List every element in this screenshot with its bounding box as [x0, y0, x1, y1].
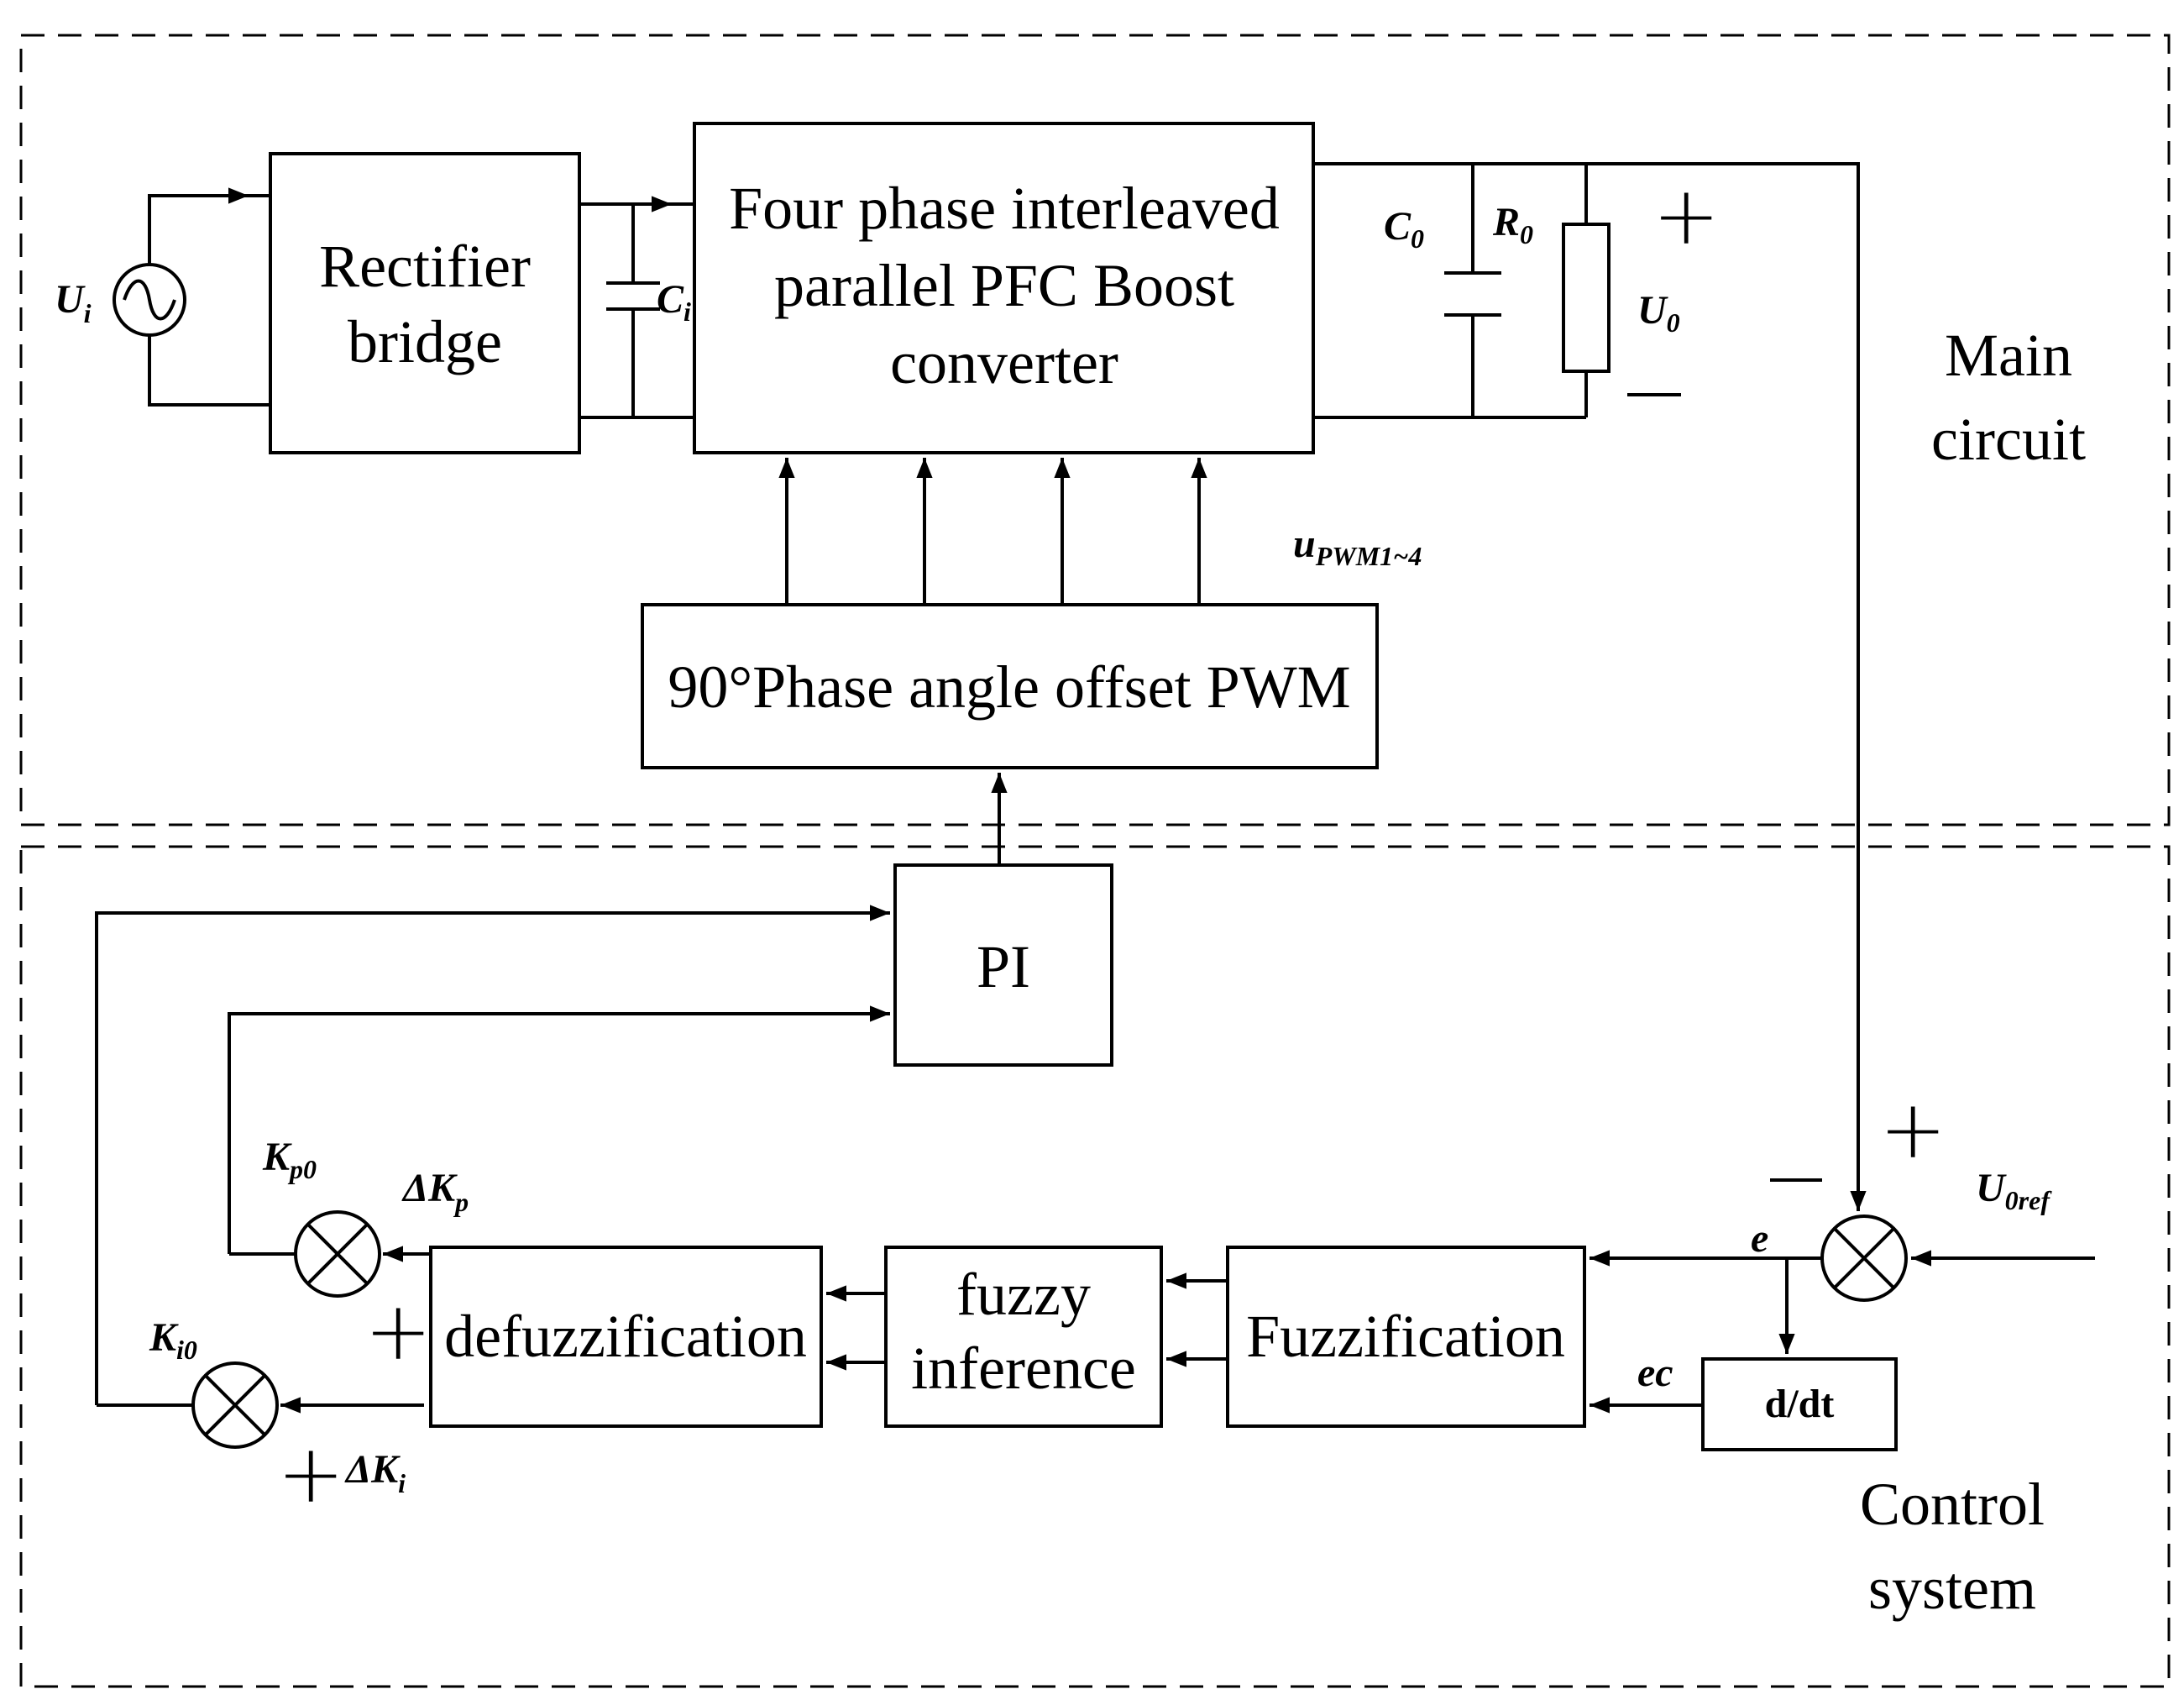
pfc-boost-converter-label-line: parallel PFC Boost [774, 252, 1234, 319]
pwm-label: 90°Phase angle offset PWM [668, 653, 1350, 721]
ui-label: Ui [55, 277, 92, 328]
rectifier-bridge-label-line: bridge [348, 308, 502, 375]
fuzzification-label: Fuzzification [1246, 1303, 1565, 1370]
c0-label: C0 [1384, 204, 1424, 254]
upwm-label: uPWM1~4 [1293, 522, 1422, 571]
dki-label: ΔKi [344, 1447, 406, 1498]
fuzzy-inference-block [884, 1246, 1163, 1428]
control-system-label-line: Control [1860, 1471, 2045, 1538]
sum-plus: + [1879, 1083, 1946, 1177]
main-circuit-label-line: Main [1945, 322, 2072, 389]
u0ref-label: U0ref [1976, 1166, 2052, 1215]
control-system-label-line: system [1868, 1555, 2036, 1622]
pi-block [893, 863, 1113, 1067]
ci-label: Ci [657, 277, 691, 327]
fuzzy-inference-label: fuzzy inference [911, 1261, 1136, 1402]
u0-plus: + [1652, 169, 1720, 263]
control-system-region [19, 845, 2171, 1688]
defuzzification-block [429, 1246, 823, 1428]
pfc-boost-converter-label-line: Four phase interleaved [729, 175, 1280, 242]
control-system-label: Control system [1860, 1471, 2045, 1622]
kp-plus: + [364, 1284, 432, 1378]
fuzzification-block [1226, 1246, 1586, 1428]
fuzzy-inference-label-line: fuzzy [956, 1261, 1091, 1328]
ki0-label: Ki0 [149, 1315, 197, 1365]
pfc-boost-converter-block [693, 122, 1315, 454]
dkp-label: ΔKp [401, 1166, 469, 1217]
main-circuit-label: Main circuit [1931, 322, 2086, 473]
sine-wave-icon [123, 279, 176, 321]
r0-label: R0 [1492, 200, 1533, 249]
main-circuit-region [19, 34, 2171, 826]
ec-label: ec [1637, 1351, 1673, 1395]
rectifier-bridge-label: Rectifier bridge [319, 233, 531, 375]
rectifier-bridge-block [269, 152, 581, 454]
kp0-label: Kp0 [262, 1135, 317, 1184]
ki-plus: + [277, 1427, 344, 1521]
rectifier-bridge-label-line: Rectifier [319, 233, 531, 300]
u0-label: U0 [1637, 288, 1680, 338]
fuzzy-inference-label-line: inference [911, 1335, 1136, 1402]
pfc-boost-converter-label-line: converter [890, 329, 1118, 396]
e-label: e [1751, 1216, 1768, 1261]
pi-label: PI [977, 933, 1030, 1000]
r0-resistor-icon [1562, 223, 1611, 373]
main-circuit-label-line: circuit [1931, 406, 2086, 473]
pwm-block [641, 603, 1379, 769]
defuzzification-label: defuzzification [444, 1303, 807, 1370]
pfc-boost-converter-label: Four phase interleaved parallel PFC Boost… [729, 175, 1280, 396]
ddt-label: d/dt [1765, 1382, 1835, 1426]
